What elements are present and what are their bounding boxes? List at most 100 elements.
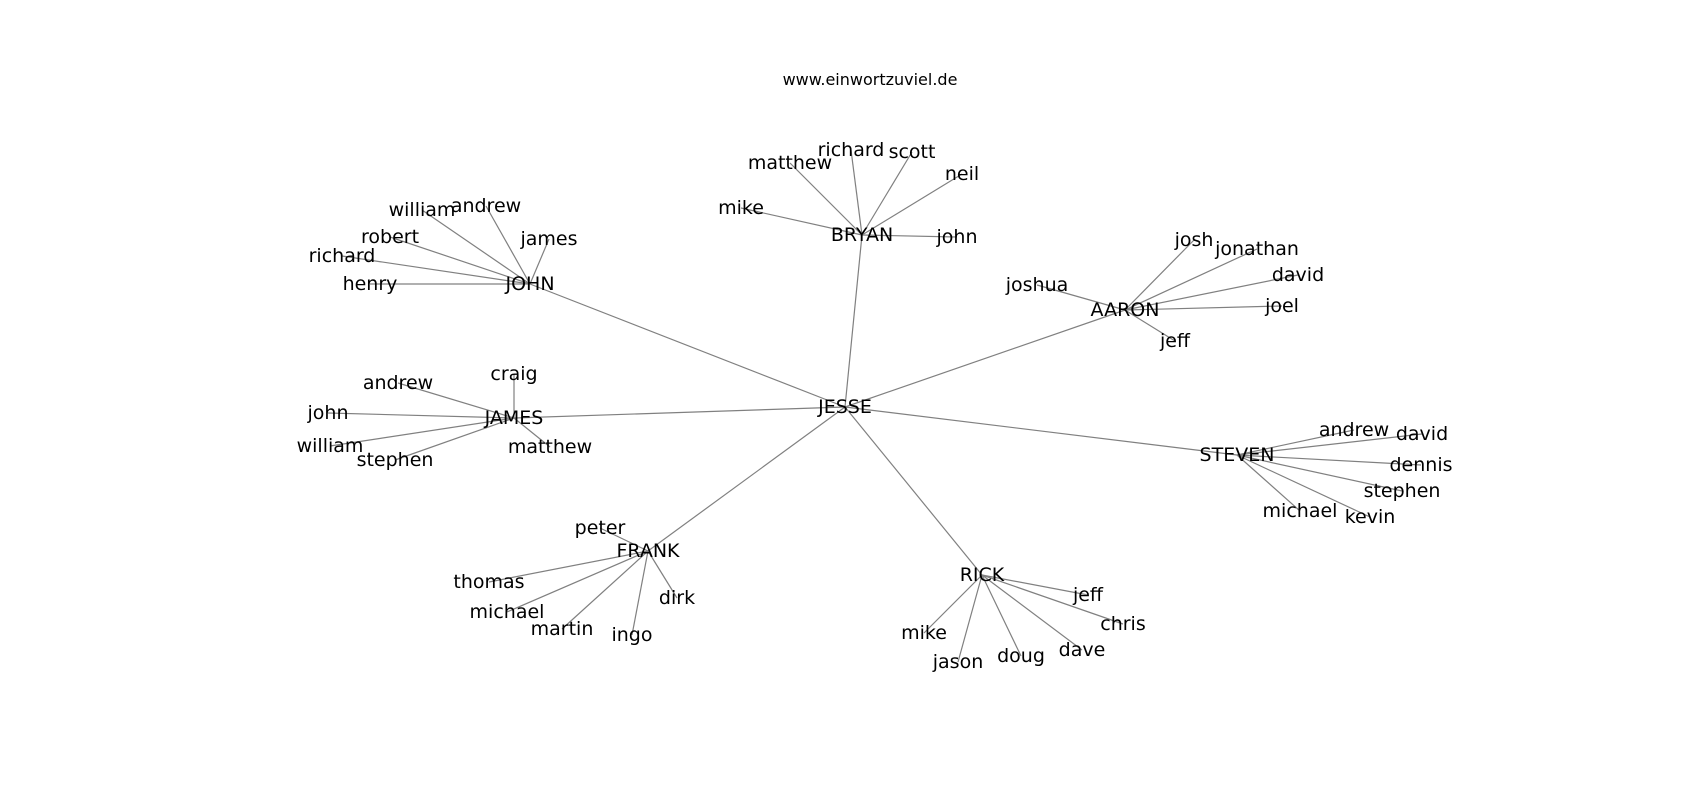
edge-bryan-neil — [861, 173, 963, 236]
leaf-node-rick-doug: doug — [997, 645, 1045, 667]
edge-root-frank — [647, 406, 846, 552]
leaf-node-bryan-scott: scott — [889, 141, 936, 163]
hub-node-james: JAMES — [484, 407, 544, 429]
edge-rick-dave — [981, 574, 1083, 651]
edge-root-aaron — [844, 309, 1126, 408]
hub-node-aaron: AARON — [1091, 299, 1160, 321]
edge-rick-doug — [981, 574, 1022, 657]
hub-node-rick: RICK — [960, 564, 1005, 586]
hub-node-frank: FRANK — [616, 540, 680, 562]
edge-rick-mike — [923, 574, 983, 634]
edge-james-matthew — [513, 417, 551, 448]
leaf-node-james-matthew: matthew — [508, 436, 592, 458]
edge-john-william — [421, 209, 531, 285]
leaf-node-aaron-joel: joel — [1264, 295, 1299, 317]
edge-bryan-john — [861, 234, 958, 238]
edge-james-william — [329, 417, 515, 447]
leaf-node-rick-dave: dave — [1059, 639, 1106, 661]
leaf-node-steven-michael: michael — [1263, 500, 1338, 522]
leaf-node-frank-thomas: thomas — [453, 571, 524, 593]
edge-root-rick — [844, 406, 983, 576]
leaf-node-bryan-john: john — [936, 226, 978, 248]
edge-steven-david — [1236, 433, 1423, 456]
edge-rick-chris — [981, 574, 1124, 625]
leaf-node-john-richard: richard — [309, 245, 376, 267]
edge-root-james — [513, 406, 846, 419]
edge-aaron-jeff — [1124, 309, 1176, 342]
leaf-node-rick-chris: chris — [1100, 613, 1145, 635]
leaf-node-aaron-david: david — [1272, 264, 1324, 286]
leaf-node-steven-stephen: stephen — [1364, 480, 1441, 502]
edge-steven-dennis — [1236, 454, 1422, 466]
leaf-node-james-john: john — [307, 402, 349, 424]
edge-james-john — [327, 412, 515, 419]
edge-bryan-richard — [850, 149, 863, 236]
leaf-node-john-andrew: andrew — [451, 195, 521, 217]
edge-steven-andrew — [1236, 429, 1355, 456]
edges — [327, 149, 1423, 663]
leaf-node-john-james: james — [519, 228, 577, 250]
leaf-node-rick-jeff: jeff — [1072, 584, 1104, 606]
edge-frank-michael — [506, 550, 649, 613]
leaf-node-frank-martin: martin — [531, 618, 594, 640]
edge-steven-kevin — [1236, 454, 1371, 518]
root-node: JESSE — [817, 396, 872, 418]
leaf-node-james-stephen: stephen — [357, 449, 434, 471]
leaf-node-james-andrew: andrew — [363, 372, 433, 394]
edge-steven-michael — [1236, 454, 1301, 512]
edge-root-steven — [844, 406, 1238, 456]
edge-bryan-mike — [740, 207, 863, 236]
leaf-node-frank-michael: michael — [470, 601, 545, 623]
edge-frank-thomas — [488, 550, 649, 583]
leaf-node-aaron-jonathan: jonathan — [1214, 238, 1299, 260]
leaf-node-aaron-josh: josh — [1174, 229, 1214, 251]
leaf-node-bryan-neil: neil — [945, 163, 979, 185]
leaf-node-frank-ingo: ingo — [611, 624, 652, 646]
edge-aaron-joel — [1124, 305, 1283, 311]
leaf-node-rick-jason: jason — [932, 651, 984, 673]
watermark: www.einwortzuviel.de — [782, 70, 958, 89]
edge-bryan-scott — [861, 151, 913, 236]
leaf-node-aaron-jeff: jeff — [1159, 330, 1191, 352]
leaf-node-bryan-richard: richard — [818, 139, 885, 161]
leaf-node-rick-mike: mike — [901, 622, 947, 644]
leaf-node-frank-dirk: dirk — [659, 587, 695, 609]
edge-john-robert — [389, 236, 531, 285]
edge-frank-dirk — [647, 550, 678, 599]
edge-root-john — [529, 283, 846, 408]
edge-john-andrew — [485, 205, 531, 285]
leaf-node-james-craig: craig — [490, 363, 537, 385]
edge-john-james — [529, 238, 550, 285]
edge-james-stephen — [394, 417, 515, 461]
edge-root-bryan — [844, 234, 863, 408]
leaf-node-bryan-matthew: matthew — [748, 152, 832, 174]
leaf-node-john-william: william — [389, 199, 456, 221]
edge-john-richard — [341, 255, 531, 285]
hub-node-steven: STEVEN — [1200, 444, 1275, 466]
leaf-node-james-william: william — [297, 435, 364, 457]
leaf-node-bryan-mike: mike — [718, 197, 764, 219]
edge-rick-jeff — [981, 574, 1089, 596]
edge-rick-jason — [957, 574, 983, 663]
edge-james-andrew — [397, 382, 515, 419]
leaf-node-frank-peter: peter — [575, 517, 626, 539]
leaf-node-john-henry: henry — [343, 273, 398, 295]
leaf-node-steven-andrew: andrew — [1319, 419, 1389, 441]
edge-frank-ingo — [631, 550, 649, 636]
edge-frank-martin — [561, 550, 649, 630]
edge-aaron-joshua — [1036, 284, 1126, 311]
leaf-node-aaron-joshua: joshua — [1005, 274, 1069, 296]
edge-aaron-josh — [1124, 239, 1195, 311]
leaf-node-steven-david: david — [1396, 423, 1448, 445]
hub-node-bryan: BRYAN — [831, 224, 893, 246]
edge-aaron-jonathan — [1124, 248, 1258, 311]
edge-steven-stephen — [1236, 454, 1403, 492]
edge-frank-peter — [599, 527, 649, 552]
leaf-node-steven-kevin: kevin — [1345, 506, 1396, 528]
leaf-node-john-robert: robert — [361, 226, 419, 248]
leaf-node-steven-dennis: dennis — [1389, 454, 1452, 476]
edge-aaron-david — [1124, 274, 1299, 311]
edge-bryan-matthew — [789, 162, 863, 236]
